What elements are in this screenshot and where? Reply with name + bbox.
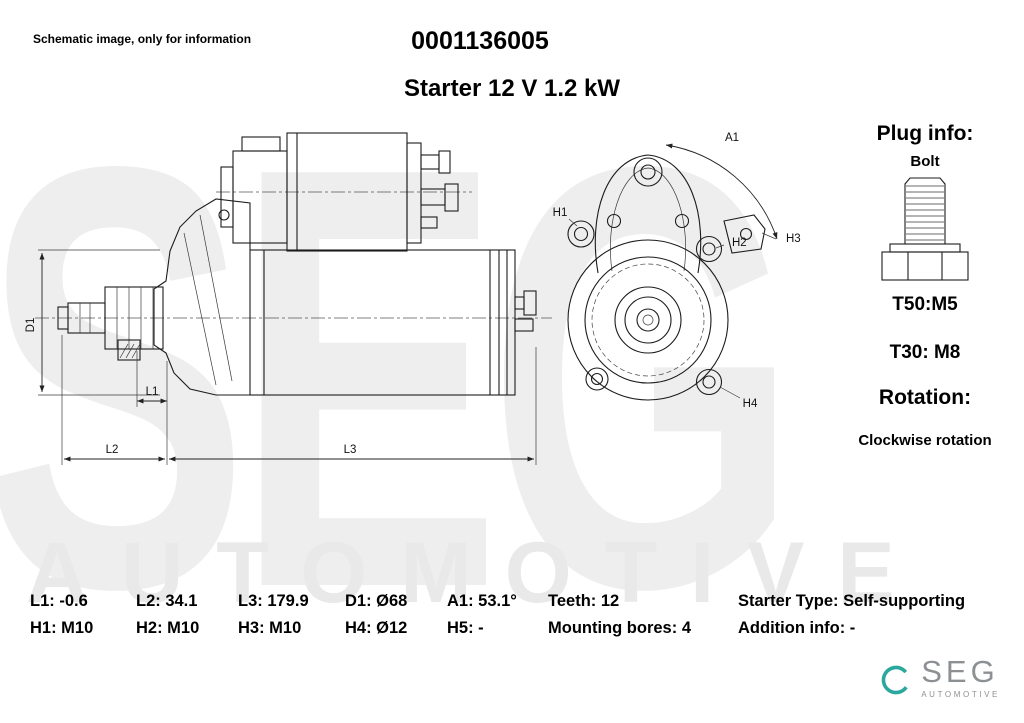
starter-technical-drawing: D1 L1 L2 L3 xyxy=(25,132,801,465)
disclaimer-text: Schematic image, only for information xyxy=(33,32,252,46)
dim-label-l3: L3 xyxy=(344,444,357,456)
plug-info-heading: Plug info: xyxy=(876,122,974,145)
terminal-t50: T50:M5 xyxy=(892,294,958,315)
spec-starter-type: Starter Type: Self-supporting xyxy=(738,592,966,610)
spec-addition-info: Addition info: - xyxy=(738,619,856,637)
side-view: D1 L1 L2 L3 xyxy=(25,132,552,465)
plug-type: Bolt xyxy=(910,153,940,170)
spec-d1: D1: Ø68 xyxy=(345,592,408,610)
dim-label-h1: H1 xyxy=(553,207,568,219)
bolt-icon xyxy=(881,177,969,281)
spec-h3: H3: M10 xyxy=(238,619,302,637)
drive-end-housing xyxy=(153,198,251,396)
spec-row-1: L1: -0.6 L2: 34.1 L3: 179.9 D1: Ø68 A1: … xyxy=(30,588,1024,615)
spec-l2: L2: 34.1 xyxy=(136,592,198,610)
dimension-l2: L2 xyxy=(61,335,168,465)
spec-table: L1: -0.6 L2: 34.1 L3: 179.9 D1: Ø68 A1: … xyxy=(30,588,1024,642)
dim-label-h2: H2 xyxy=(732,237,747,249)
dim-label-a1: A1 xyxy=(725,132,739,144)
rotation-value: Clockwise rotation xyxy=(858,432,992,449)
watermark-automotive: AUTOMOTIVE xyxy=(26,525,928,621)
front-view: A1 H1 H2 H3 H4 xyxy=(553,132,801,410)
product-title: Starter 12 V 1.2 kW xyxy=(403,75,621,102)
seg-logo-text: SEG xyxy=(921,654,999,689)
dim-label-h3: H3 xyxy=(786,233,801,245)
spec-l3: L3: 179.9 xyxy=(238,592,309,610)
dimension-d1: D1 xyxy=(25,249,160,396)
seg-logo-mark xyxy=(881,665,911,695)
plug-info-panel: Plug info: Bolt T50:M5 T30: M8 Rotation:… xyxy=(840,122,1010,449)
rotation-heading: Rotation: xyxy=(878,386,972,409)
solenoid xyxy=(220,132,459,252)
spec-teeth: Teeth: 12 xyxy=(548,592,620,610)
dimension-l3: L3 xyxy=(169,347,537,465)
spec-mounting-bores: Mounting bores: 4 xyxy=(548,619,691,637)
dimension-l1: L1 xyxy=(136,351,168,407)
seg-logo: SEG AUTOMOTIVE xyxy=(878,654,1000,699)
spec-a1: A1: 53.1° xyxy=(447,592,517,610)
spec-h4: H4: Ø12 xyxy=(345,619,408,637)
dim-label-l1: L1 xyxy=(146,386,159,398)
seg-logo-text-block: SEG AUTOMOTIVE xyxy=(921,654,1000,699)
dim-label-d1: D1 xyxy=(25,318,37,333)
hole-labels: H1 H2 H3 H4 xyxy=(553,207,801,410)
spec-h2: H2: M10 xyxy=(136,619,200,637)
seg-logo-subtext: AUTOMOTIVE xyxy=(921,689,1000,699)
spec-h5: H5: - xyxy=(447,619,484,637)
dim-label-h4: H4 xyxy=(743,398,758,410)
spec-row-2: H1: M10 H2: M10 H3: M10 H4: Ø12 H5: - Mo… xyxy=(30,615,1024,642)
dim-label-l2: L2 xyxy=(106,444,119,456)
terminal-t30: T30: M8 xyxy=(889,342,961,363)
part-number: 0001136005 xyxy=(411,27,549,55)
motor-body xyxy=(249,249,537,396)
spec-l1: L1: -0.6 xyxy=(30,592,88,610)
pinion-shaft xyxy=(57,286,164,361)
spec-h1: H1: M10 xyxy=(30,619,94,637)
dimension-a1: A1 xyxy=(665,132,778,240)
watermark-seg: SEG xyxy=(0,42,799,713)
